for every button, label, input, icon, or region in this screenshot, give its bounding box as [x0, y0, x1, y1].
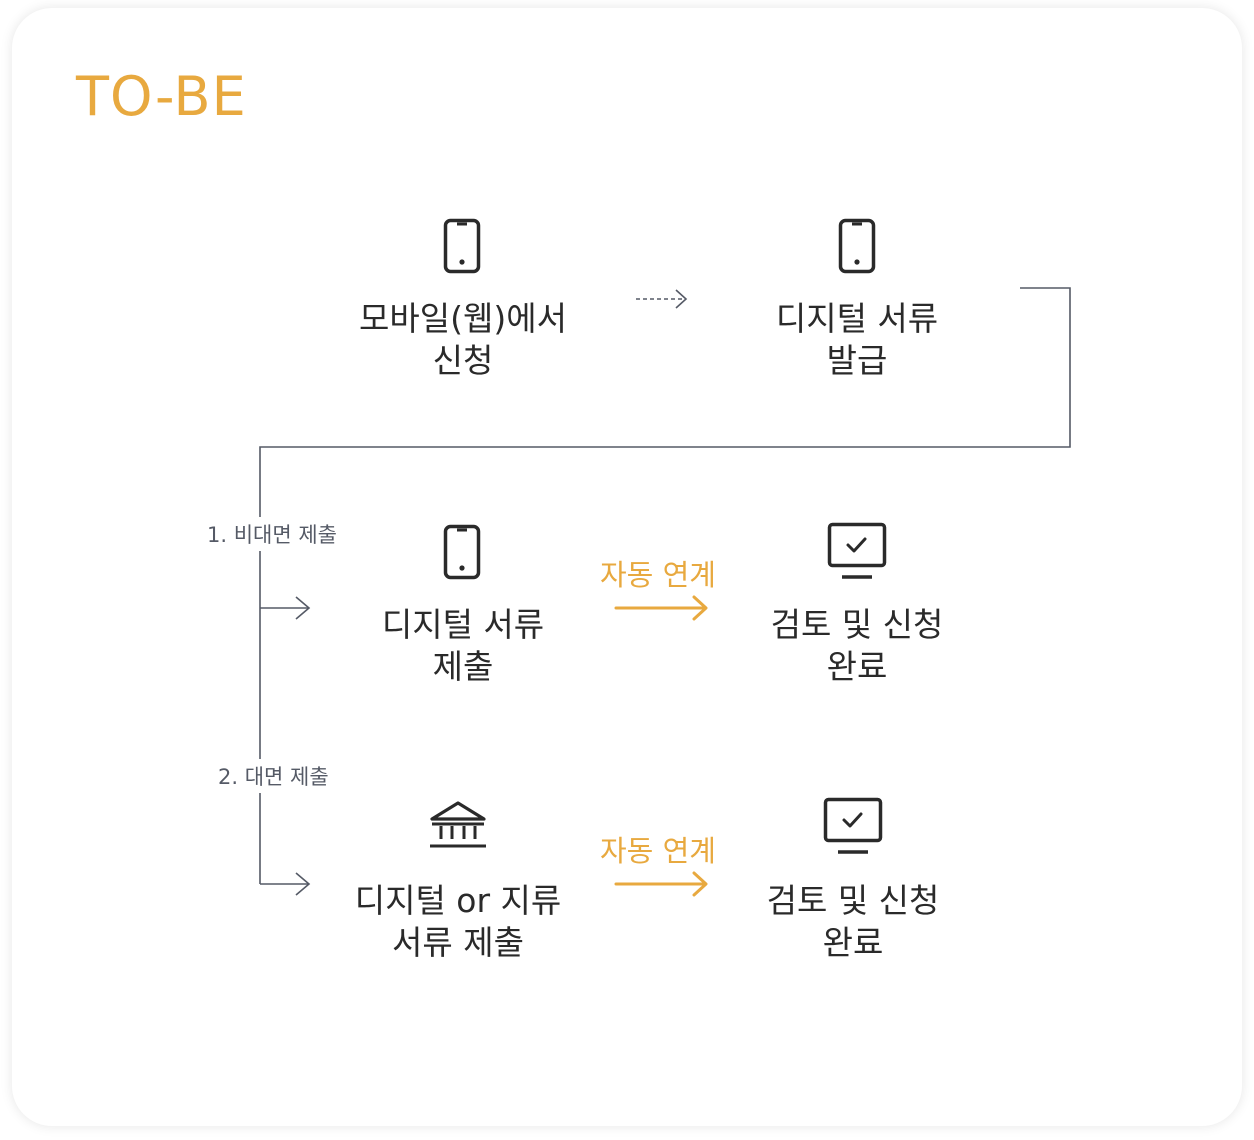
branch-arrow-2 — [260, 872, 311, 896]
node-paper-submit-line1: 디지털 or 지류 — [354, 881, 562, 920]
node-digital-submit-line2: 제출 — [432, 647, 494, 686]
dashed-arrow — [636, 289, 688, 309]
bank-building-icon — [428, 800, 488, 854]
auto-link-arrow-1 — [614, 595, 708, 621]
node-paper-submit-line2: 서류 제출 — [392, 923, 524, 962]
auto-link-label-2: 자동 연계 — [600, 834, 716, 868]
node-review-complete-2-line1: 검토 및 신청 — [766, 881, 940, 920]
mobile-phone-icon — [838, 218, 876, 278]
node-digital-issue-line1: 디지털 서류 — [775, 299, 939, 338]
node-digital-submit-line1: 디지털 서류 — [381, 605, 545, 644]
auto-link-label-1: 자동 연계 — [600, 558, 716, 592]
node-mobile-apply-line2: 신청 — [432, 341, 494, 380]
diagram-title: TO-BE — [76, 65, 247, 128]
node-review-complete-2: 검토 및 신청 완료 — [723, 880, 983, 964]
node-digital-issue: 디지털 서류 발급 — [727, 298, 987, 382]
node-mobile-apply-line1: 모바일(웹)에서 — [359, 299, 567, 338]
mobile-phone-icon — [443, 524, 481, 584]
branch-arrow-1 — [260, 596, 311, 620]
mobile-phone-icon — [443, 218, 481, 278]
tobe-card — [12, 8, 1242, 1126]
node-digital-issue-line2: 발급 — [826, 341, 888, 380]
monitor-check-icon — [823, 797, 883, 861]
node-review-complete-1: 검토 및 신청 완료 — [727, 604, 987, 688]
branch-label-offline: 2. 대면 제출 — [216, 759, 331, 793]
node-review-complete-1-line2: 완료 — [826, 647, 888, 686]
monitor-check-icon — [827, 522, 887, 586]
node-review-complete-2-line2: 완료 — [822, 923, 884, 962]
node-paper-submit: 디지털 or 지류 서류 제출 — [328, 880, 588, 964]
return-connector — [259, 287, 1071, 884]
node-review-complete-1-line1: 검토 및 신청 — [770, 605, 944, 644]
node-mobile-apply: 모바일(웹)에서 신청 — [333, 298, 593, 382]
auto-link-arrow-2 — [614, 871, 708, 897]
node-digital-submit: 디지털 서류 제출 — [333, 604, 593, 688]
branch-label-online: 1. 비대면 제출 — [205, 517, 339, 551]
